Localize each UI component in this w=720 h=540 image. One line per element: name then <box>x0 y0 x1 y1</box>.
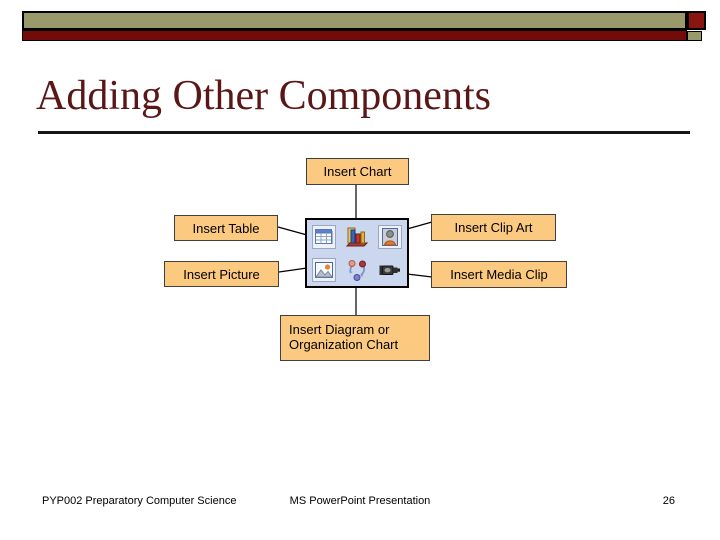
insert-table-icon <box>307 220 340 253</box>
node-insert-picture-label: Insert Picture <box>183 266 260 282</box>
node-insert-chart: Insert Chart <box>306 158 409 185</box>
footer-course-text: PYP002 Preparatory Computer Science <box>42 495 237 507</box>
node-insert-picture: Insert Picture <box>164 261 279 287</box>
connector-picture-to-toolbar <box>278 267 308 273</box>
connector-toolbar-to-clipart <box>406 221 433 230</box>
insert-media-clip-icon <box>374 253 407 286</box>
slide-title: Adding Other Components <box>36 73 491 119</box>
connector-toolbar-to-media <box>406 273 433 278</box>
node-insert-media-clip: Insert Media Clip <box>431 261 567 288</box>
node-insert-table: Insert Table <box>174 215 278 241</box>
top-bar-red-square <box>687 11 706 30</box>
connector-table-to-toolbar <box>277 226 308 236</box>
node-insert-table-label: Insert Table <box>192 220 260 236</box>
slide-page-number: 26 <box>662 495 675 507</box>
top-bar-red <box>22 30 687 41</box>
node-insert-diagram-or-org-chart-label: Insert Diagram or Organization Chart <box>289 322 399 352</box>
insert-toolbar-image <box>305 218 409 288</box>
node-insert-clip-art-label: Insert Clip Art <box>454 220 533 235</box>
insert-cycle-diagram-icon <box>340 253 373 286</box>
footer-presentation-text: MS PowerPoint Presentation <box>289 495 431 507</box>
node-insert-clip-art: Insert Clip Art <box>431 214 556 241</box>
title-underline <box>38 131 690 134</box>
node-insert-chart-label: Insert Chart <box>323 164 392 179</box>
node-insert-diagram-or-org-chart: Insert Diagram or Organization Chart <box>280 315 430 361</box>
node-insert-media-clip-label: Insert Media Clip <box>450 267 548 282</box>
insert-picture-icon <box>307 253 340 286</box>
insert-clip-art-icon <box>374 220 407 253</box>
insert-chart-icon <box>340 220 373 253</box>
top-bar-tan-square <box>687 31 702 41</box>
top-bar-tan <box>22 11 687 30</box>
